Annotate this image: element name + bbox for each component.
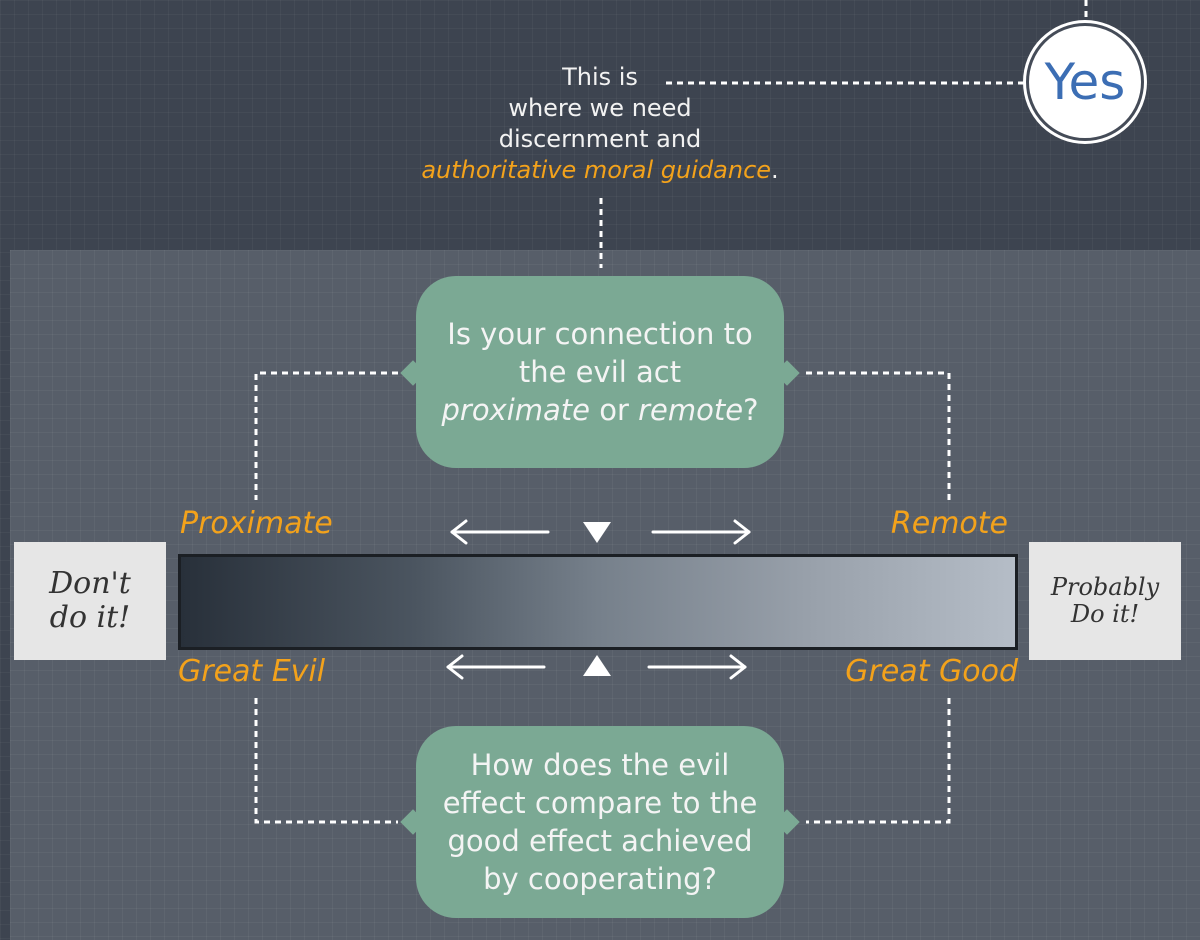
- intro-line-4: authoritative moral guidance.: [400, 155, 800, 186]
- intro-line-3: discernment and: [498, 125, 702, 153]
- dont-do-it-box: Don't do it!: [14, 542, 166, 660]
- label-great-evil: Great Evil: [178, 654, 326, 689]
- term-remote: remote: [638, 393, 744, 427]
- dont-line-2: do it!: [49, 600, 131, 635]
- left-arrow-icon: [446, 654, 546, 680]
- intro-text: This is where we need discernment and au…: [400, 62, 800, 186]
- bottom-right-connector: [806, 698, 951, 824]
- question-top-line-2: the evil act: [518, 355, 682, 389]
- top-left-connector: [254, 371, 398, 500]
- label-proximate: Proximate: [180, 506, 333, 541]
- right-arrow-icon: [651, 519, 751, 545]
- term-proximate: proximate: [441, 393, 591, 427]
- yes-label: Yes: [1044, 53, 1126, 111]
- term-connector: or: [599, 393, 629, 427]
- gradient-spectrum-bar: [178, 554, 1018, 650]
- top-right-connector: [806, 371, 951, 500]
- question-bottom-line-4: by cooperating?: [483, 862, 717, 896]
- triangle-down-icon: [583, 522, 611, 543]
- question-effect-bubble: How does the evil effect compare to the …: [416, 726, 784, 918]
- probably-line-2: Do it!: [1070, 600, 1140, 628]
- intro-period: .: [771, 156, 779, 184]
- question-bottom-line-3: good effect achieved: [447, 824, 753, 858]
- question-bottom-line-1: How does the evil: [470, 748, 730, 782]
- question-mark: ?: [743, 393, 759, 427]
- intro-highlight: authoritative moral guidance: [421, 156, 772, 184]
- right-arrow-icon: [647, 654, 747, 680]
- question-top-line-3: proximate or remote?: [441, 391, 758, 429]
- probably-do-it-box: Probably Do it!: [1029, 542, 1181, 660]
- yes-badge: Yes: [1026, 23, 1144, 141]
- intro-line-2: where we need: [508, 94, 692, 122]
- label-remote: Remote: [890, 506, 1008, 541]
- dont-line-1: Don't: [49, 566, 131, 601]
- triangle-up-icon: [583, 655, 611, 676]
- bottom-left-connector: [254, 698, 398, 824]
- question-bottom-line-2: effect compare to the: [442, 786, 758, 820]
- intro-line-1: This is: [562, 63, 638, 91]
- label-great-good: Great Good: [845, 654, 1018, 689]
- probably-line-1: Probably: [1050, 573, 1160, 601]
- question-top-line-1: Is your connection to: [447, 317, 753, 351]
- left-arrow-icon: [450, 519, 550, 545]
- question-connection-bubble: Is your connection to the evil act proxi…: [416, 276, 784, 468]
